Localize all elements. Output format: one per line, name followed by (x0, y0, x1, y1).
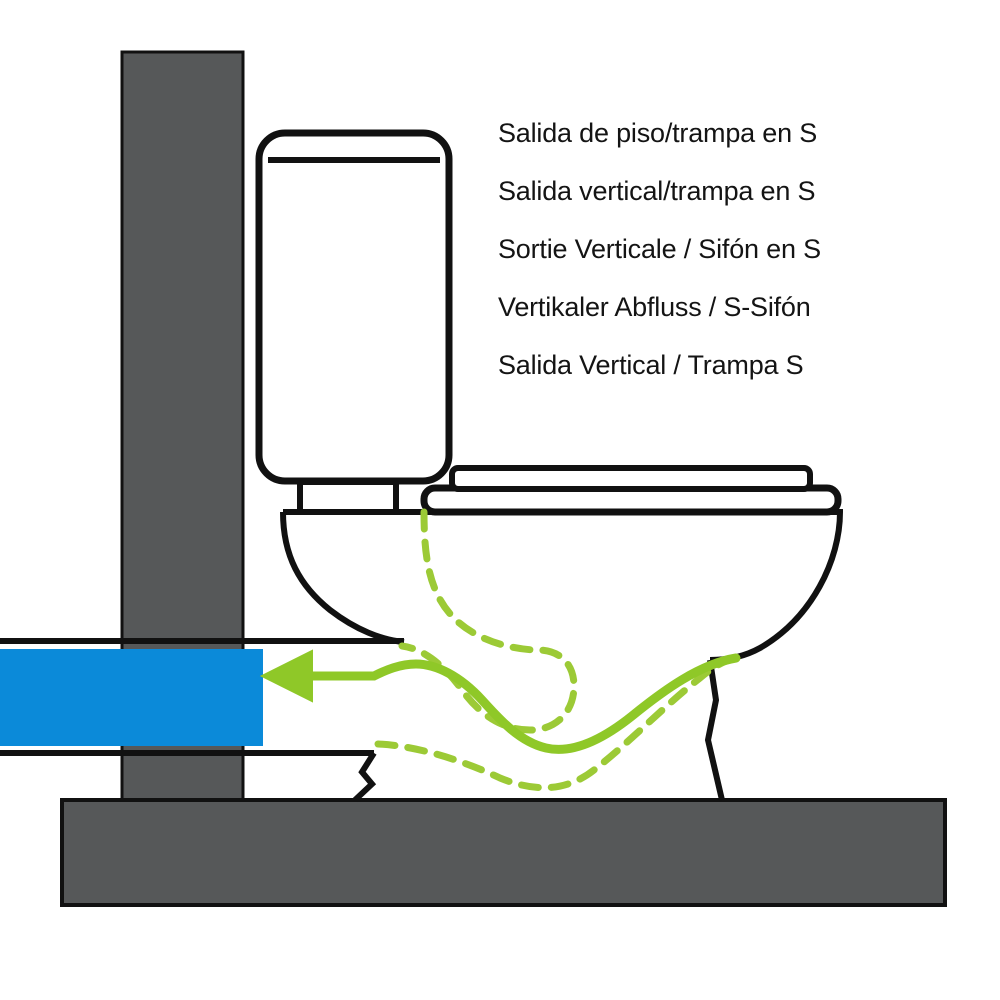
toilet-tank (255, 129, 453, 485)
toilet-lid (449, 465, 813, 492)
label-line-3: Sortie Verticale / Sifón en S (498, 234, 821, 264)
label-line-5: Salida Vertical / Trampa S (498, 350, 804, 380)
s-trap-dashed-path (374, 508, 740, 792)
label-line-1: Salida de piso/trampa en S (498, 118, 817, 148)
label-line-2: Salida vertical/trampa en S (498, 176, 816, 206)
tank-to-bowl-neck (297, 479, 399, 516)
green-flow-arrow (259, 649, 741, 754)
toilet-pedestal (704, 659, 725, 801)
floor-slab (60, 798, 947, 907)
multilingual-label-block: Salida de piso/trampa en S Salida vertic… (498, 104, 918, 394)
blue-waste-pipe (0, 649, 263, 746)
label-line-4: Vertikaler Abfluss / S-Sifón (498, 292, 811, 322)
